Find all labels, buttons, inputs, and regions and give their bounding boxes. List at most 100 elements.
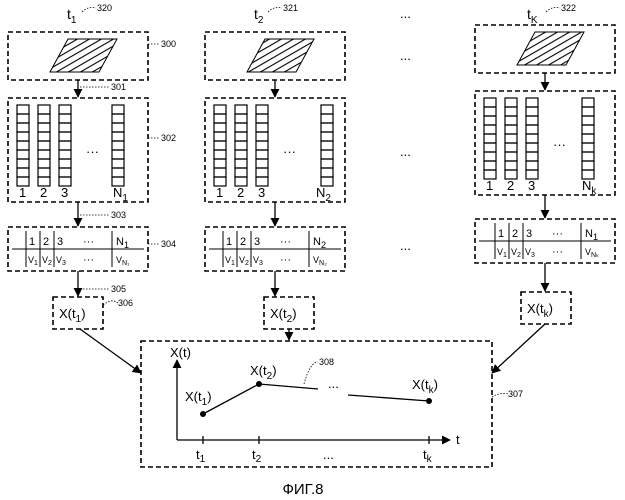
cell [59,168,71,177]
cell [582,107,594,116]
row1-ellipsis: ... [400,48,411,63]
cell [17,123,29,132]
cell [582,125,594,134]
cell [256,105,268,114]
tbl-vdots-tk: ··· [552,246,563,258]
time-label-t1: t1 [67,6,77,26]
tbl-v2-t2: V2 [239,255,249,267]
cell [321,132,333,141]
cell [59,132,71,141]
cell [505,134,517,143]
cell [112,159,124,168]
col-label-3-tk: 3 [528,178,535,193]
header-ellipsis: ... [400,6,411,21]
cell [17,168,29,177]
arrow-xk-graph [492,324,545,373]
cell [38,141,50,150]
cell [235,132,247,141]
cell-column-1-tk [484,98,496,179]
tbl-hdots-t1: ··· [83,236,94,248]
col-label-2-tk: 2 [507,178,514,193]
cell [112,132,124,141]
tbl-h1-tk: 1 [498,228,504,240]
cell [256,168,268,177]
ref-302: 302 [161,133,176,143]
cell [59,105,71,114]
cell [582,143,594,152]
cell [59,114,71,123]
cell [235,114,247,123]
cell [17,141,29,150]
cell [526,116,538,125]
cell [38,105,50,114]
col-label-3-t2: 3 [258,185,265,200]
cell [38,132,50,141]
tbl-v1-t2: V1 [225,255,235,267]
x-box-t1: X(t1) [53,297,103,329]
cell [321,141,333,150]
ref-308: 308 [319,357,334,367]
image-box-tk [475,25,615,73]
cell [321,123,333,132]
cell-column-2-t2 [235,105,247,186]
cell [256,150,268,159]
cell [505,107,517,116]
cell [484,152,496,161]
col-label-3-t1: 3 [61,185,68,200]
point-label-t2: X(t2) [250,363,277,382]
col-label-n-tk: Nk [582,178,597,197]
cell [235,123,247,132]
ref-300: 300 [161,39,176,49]
cell [38,123,50,132]
figure-caption: ФИГ.8 [283,481,324,498]
tbl-v2-tk: V2 [511,247,521,259]
cell [17,159,29,168]
col-label-1-t1: 1 [19,185,26,200]
cell [214,123,226,132]
tick-label-dots: ... [323,447,334,462]
cell [214,141,226,150]
series-segment-2 [348,395,429,401]
cell [526,134,538,143]
cell [38,150,50,159]
cell [112,168,124,177]
cell-column-3-tk [526,98,538,179]
x-box-tk: X(tk) [521,292,571,324]
cell-column-4-t1 [112,105,124,186]
cell [484,98,496,107]
cell [112,114,124,123]
tbl-h2-t2: 2 [240,236,246,248]
column-array-t2: ··· 1 2 3 N2 [205,98,345,204]
cell [505,116,517,125]
cell [484,125,496,134]
col-label-n-t2: N2 [316,185,331,204]
cell [505,125,517,134]
cell [38,114,50,123]
cell [235,105,247,114]
svg-text:X(t1): X(t1) [59,306,86,325]
row2-ellipsis: ... [400,144,411,159]
cell [214,114,226,123]
cell [112,105,124,114]
cell [235,159,247,168]
leader-322 [546,8,560,13]
tbl-v3-tk: V3 [525,247,535,259]
cell-column-3-t1 [59,105,71,186]
cell [582,152,594,161]
tbl-v3-t2: V3 [253,255,263,267]
col-label-1-tk: 1 [486,178,493,193]
y-axis-label: X(t) [170,345,191,360]
data-point-tk [426,398,432,404]
cell-column-4-t2 [321,105,333,186]
tbl-v1-tk: V1 [497,247,507,259]
col-ellipsis-t2: ··· [283,144,296,159]
value-table-t1: 1 2 3 ··· N1 V1 V2 V3 ··· VN₁ [8,227,148,271]
cell [526,161,538,170]
tbl-hdots-tk: ··· [552,228,563,240]
leader-320 [82,8,96,13]
tbl-v2-t1: V2 [42,255,52,267]
cell [214,159,226,168]
leader-306 [103,301,118,305]
cell [582,116,594,125]
